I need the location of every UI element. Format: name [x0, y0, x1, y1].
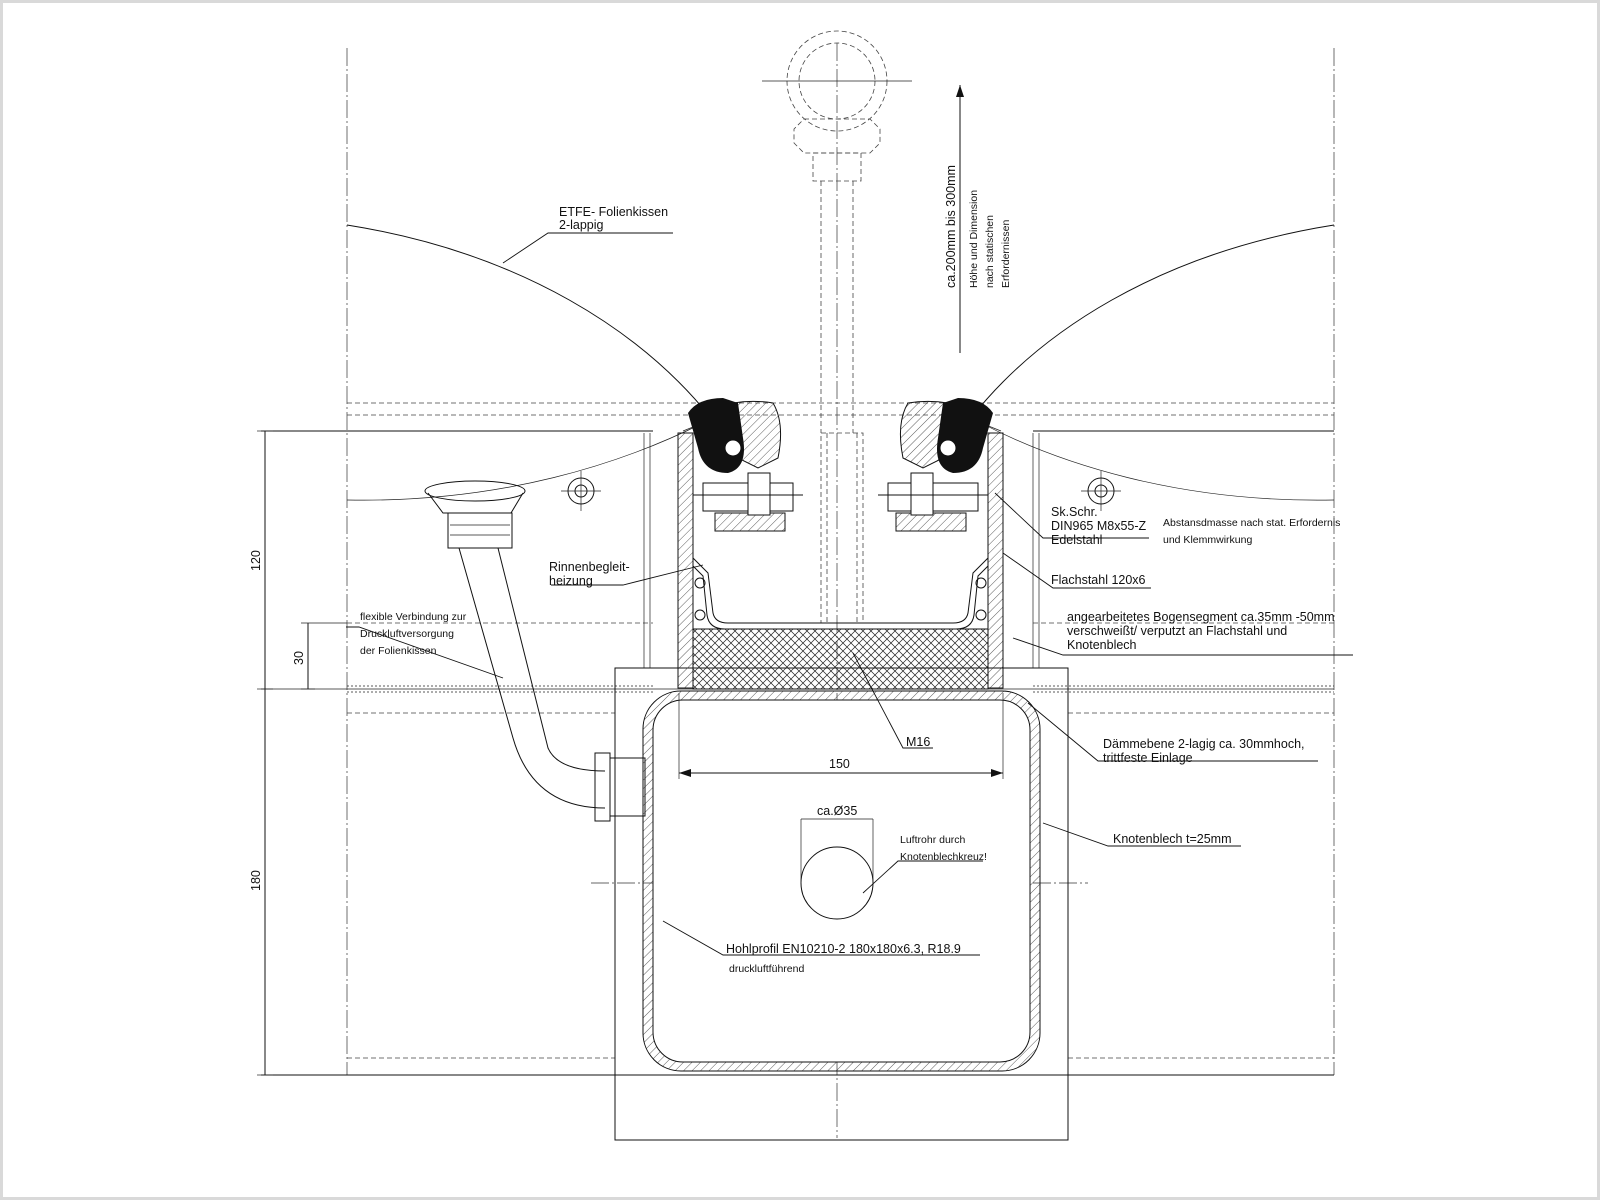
clamp-profile-left [688, 398, 803, 532]
gutter-trough [692, 557, 989, 630]
label-spacing-2: und Klemmwirkung [1163, 534, 1252, 546]
label-bolt: M16 [906, 735, 930, 749]
label-flatsteel: Flachstahl 120x6 [1051, 573, 1146, 587]
insulation-layer [692, 628, 989, 690]
label-arc-2: verschweißt/ verputzt an Flachstahl und [1067, 624, 1287, 638]
height-note-1: Höhe und Dimension [968, 190, 980, 288]
hollow-profile [642, 690, 1041, 1072]
label-heating-1: Rinnenbegleit- [549, 560, 630, 574]
label-flex-1: flexible Verbindung zur [360, 611, 467, 623]
dim-180: 180 [249, 870, 263, 891]
label-arc-1: angearbeitetes Bogensegment ca.35mm -50m… [1067, 610, 1335, 624]
dimension-lines: 120 180 30 150 ca.Ø35 [249, 430, 1004, 1076]
label-etfe-1: ETFE- Folienkissen [559, 205, 668, 219]
height-dim-text: ca.200mm bis 300mm [944, 165, 958, 288]
label-screw-1: Sk.Schr. [1051, 505, 1098, 519]
reference-lines [261, 402, 1334, 1076]
height-dimension: ca.200mm bis 300mm Höhe und Dimension na… [944, 85, 1012, 353]
dim-30: 30 [292, 651, 306, 665]
label-flex-2: Druckluftversorgung [360, 628, 454, 640]
leader-lines [346, 232, 1353, 956]
label-heating-2: heizung [549, 574, 593, 588]
screw-symbols [561, 471, 1121, 511]
dim-120: 120 [249, 550, 263, 571]
eye-bolt [762, 30, 912, 433]
label-node-plate: Knotenblech t=25mm [1113, 832, 1231, 846]
label-screw-3: Edelstahl [1051, 533, 1102, 547]
label-insulation-2: trittfeste Einlage [1103, 751, 1193, 765]
dim-pipe-diameter: ca.Ø35 [817, 804, 857, 818]
label-air-pipe-2: Knotenblechkreuz! [900, 851, 987, 863]
label-air-pipe-1: Luftrohr durch [900, 834, 966, 846]
label-insulation-1: Dämmebene 2-lagig ca. 30mmhoch, [1103, 737, 1305, 751]
label-etfe-2: 2-lappig [559, 218, 604, 232]
clamp-profile-right [878, 398, 993, 532]
label-screw-2: DIN965 M8x55-Z [1051, 519, 1147, 533]
label-flex-3: der Folienkissen [360, 645, 437, 657]
label-hollow-2: druckluftführend [729, 963, 804, 975]
label-hollow-1: Hohlprofil EN10210-2 180x180x6.3, R18.9 [726, 942, 961, 956]
central-tube [820, 432, 864, 624]
labels: ETFE- Folienkissen 2-lappig Sk.Schr. DIN… [360, 205, 1340, 975]
air-hose [424, 480, 646, 822]
height-note-3: Erfordernissen [1000, 220, 1012, 288]
section-drawing: ca.200mm bis 300mm Höhe und Dimension na… [249, 30, 1353, 1141]
label-arc-3: Knotenblech [1067, 638, 1137, 652]
label-spacing-1: Abstansdmasse nach stat. Erfordernis [1163, 517, 1340, 529]
height-note-2: nach statischen [984, 215, 996, 288]
etfe-cushion-arcs [346, 224, 1335, 501]
dim-150: 150 [829, 757, 850, 771]
